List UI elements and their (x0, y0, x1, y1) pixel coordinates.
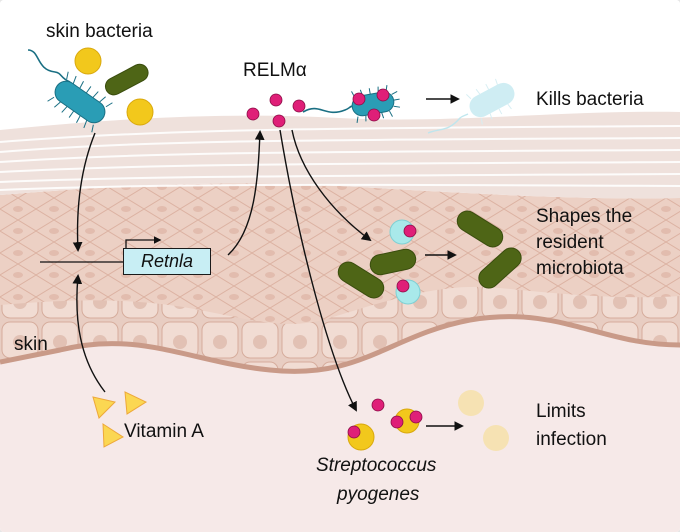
relma-molecules (246, 93, 306, 128)
green-rod-bacterium (104, 63, 149, 96)
faded-coccus (458, 390, 484, 416)
relma-bound-bacterium (302, 85, 401, 123)
skin-bacteria-label: skin bacteria (46, 21, 153, 42)
teal-rod-bacterium (47, 71, 113, 133)
transcription-start-arrow (125, 236, 162, 248)
streptococcus-label-line1: Streptococcus (316, 455, 437, 476)
faded-coccus (483, 425, 509, 451)
relma-to-microbiota-arrow (291, 129, 372, 242)
limits-label-line2: infection (536, 429, 607, 450)
microbiota-group (337, 210, 522, 305)
retnla-to-relma-arrow (227, 130, 265, 256)
shapes-label-line1: Shapes the (536, 206, 633, 227)
bacteria-to-retnla-arrow (72, 132, 96, 252)
basement-membrane (0, 314, 680, 374)
relma-label: RELMα (243, 60, 307, 81)
retnla-gene-box: Retnla (123, 248, 211, 275)
yellow-coccus (126, 98, 154, 126)
kills-bacteria-label: Kills bacteria (536, 89, 644, 110)
limits-label-line1: Limits (536, 401, 586, 422)
relma-to-streptococcus-arrow (279, 129, 357, 412)
shapes-label-line2: resident (536, 232, 604, 253)
shapes-label-line3: microbiota (536, 258, 624, 279)
flagellum (27, 49, 71, 83)
vitamin-a-label: Vitamin A (124, 421, 204, 442)
dead-bacterium (427, 78, 515, 134)
skin-bacteria-cluster (27, 47, 154, 133)
skin-label: skin (14, 334, 48, 355)
yellow-coccus (74, 47, 102, 75)
stratum-corneum-lines (0, 125, 680, 191)
vitamin-a-to-retnla-arrow (72, 274, 106, 393)
vitamin-a-molecules (92, 391, 148, 448)
streptococcus-label-line2: pyogenes (337, 484, 420, 505)
streptococcus-group (347, 390, 509, 451)
